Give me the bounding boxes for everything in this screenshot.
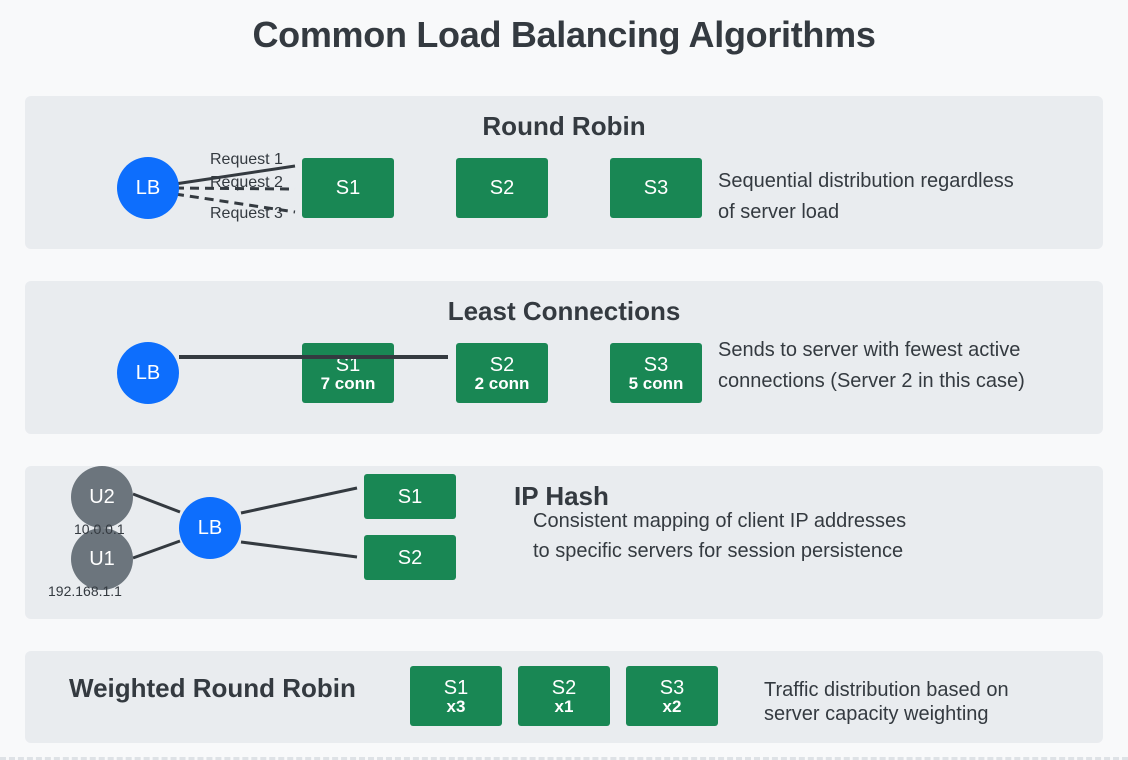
round-robin-server-s3: S3 [610, 158, 702, 218]
server-label: S1 [443, 676, 469, 699]
request-2-label: Request 2 [210, 174, 283, 191]
weighted-server-s3: S3 x2 [626, 666, 718, 726]
least-connections-load-balancer: LB [117, 342, 179, 404]
description-line: server capacity weighting [764, 703, 989, 725]
least-connections-description: Sends to server with fewest active conne… [718, 335, 1025, 397]
description-line: Traffic distribution based on [764, 679, 1009, 701]
round-robin-server-s2: S2 [456, 158, 548, 218]
ip-hash-load-balancer: LB [179, 497, 241, 559]
least-connections-server-s3: S3 5 conn [610, 343, 702, 403]
least-connections-server-s1: S1 7 conn [302, 343, 394, 403]
weighted-round-robin-description: Traffic distribution based on server cap… [764, 678, 1009, 726]
weighted-server-s2: S2 x1 [518, 666, 610, 726]
lb-to-s1-line [240, 486, 358, 515]
server-label: S3 [643, 353, 669, 376]
round-robin-load-balancer: LB [117, 157, 179, 219]
weighted-server-s1: S1 x3 [410, 666, 502, 726]
description-line: connections (Server 2 in this case) [718, 370, 1025, 392]
ip-hash-description: Consistent mapping of client IP addresse… [533, 506, 906, 566]
request-1-line [174, 164, 296, 186]
server-label: S2 [551, 676, 577, 699]
server-weight: x3 [446, 696, 466, 716]
request-3-line [174, 192, 296, 214]
weighted-round-robin-title: Weighted Round Robin [69, 673, 356, 703]
request-1-label: Request 1 [210, 151, 283, 168]
connection-count: 5 conn [628, 373, 684, 393]
bottom-divider [0, 757, 1128, 760]
description-line: Sequential distribution regardless [718, 170, 1014, 192]
user-u1: U1 [71, 528, 133, 590]
ip-hash-server-s1: S1 [364, 474, 456, 519]
server-label: S2 [489, 353, 515, 376]
round-robin-description: Sequential distribution regardless of se… [718, 166, 1014, 228]
server-label: S1 [397, 485, 423, 508]
server-label: S1 [335, 177, 361, 199]
description-line: to specific servers for session persiste… [533, 540, 904, 562]
server-weight: x1 [554, 696, 574, 716]
server-label: S3 [659, 676, 685, 699]
description-line: of server load [718, 201, 840, 223]
round-robin-title: Round Robin [482, 111, 646, 141]
u2-to-lb-line [132, 492, 181, 514]
page-title: Common Load Balancing Algorithms [252, 14, 876, 55]
description-line: Sends to server with fewest active [718, 339, 1021, 361]
server-label: S2 [489, 177, 515, 199]
server-label: S3 [643, 177, 669, 199]
round-robin-server-s1: S1 [302, 158, 394, 218]
ip-hash-server-s2: S2 [364, 535, 456, 580]
connection-count: 2 conn [474, 373, 530, 393]
server-weight: x2 [662, 696, 682, 716]
user-u2: U2 [71, 466, 133, 528]
connection-count: 7 conn [320, 373, 376, 393]
description-line: Consistent mapping of client IP addresse… [533, 510, 907, 532]
request-2-line [174, 186, 296, 191]
lb-to-s2-line [240, 540, 358, 559]
ip-hash-title: IP Hash [514, 481, 609, 511]
request-3-label: Request 3 [210, 205, 283, 222]
server-label: S1 [335, 353, 361, 376]
u1-to-lb-line [132, 539, 181, 560]
user-u1-ip: 192.168.1.1 [48, 583, 122, 599]
least-connections-title: Least Connections [447, 296, 681, 326]
least-connections-server-s2: S2 2 conn [456, 343, 548, 403]
server-label: S2 [397, 546, 423, 569]
user-u2-ip: 10.0.0.1 [74, 521, 125, 537]
round-robin-panel [25, 96, 1103, 249]
